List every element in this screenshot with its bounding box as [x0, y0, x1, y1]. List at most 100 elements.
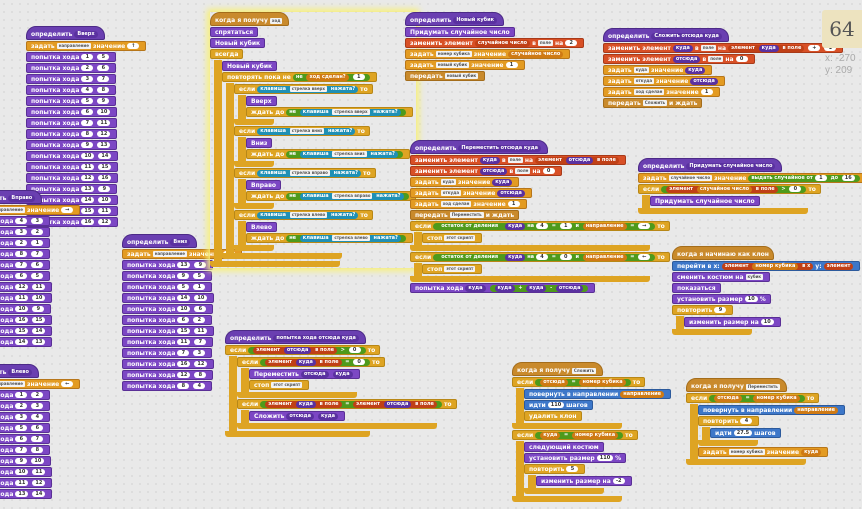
variable-dropdown[interactable]: направление: [56, 43, 91, 49]
try-move-block[interactable]: попытка хода67: [0, 434, 51, 444]
try-move-block[interactable]: попытка хода1615: [0, 315, 53, 325]
call-random-block[interactable]: Придумать случайное число: [650, 196, 760, 206]
delete-clone-block[interactable]: удалить клон: [524, 411, 582, 421]
call-up-block[interactable]: Вверх: [246, 96, 277, 106]
define-hat-left[interactable]: определитьВлево: [0, 364, 39, 378]
try-move-block[interactable]: попытка хода910: [0, 456, 52, 466]
try-move-block[interactable]: попытка хода109: [0, 304, 52, 314]
try-move-block[interactable]: попытка хода1211: [0, 282, 53, 292]
try-move-block[interactable]: попытка хода32: [0, 227, 51, 237]
try-move-block[interactable]: попытка хода43: [0, 216, 51, 226]
try-move-block[interactable]: попытка хода1110: [0, 293, 53, 303]
try-move-block[interactable]: попытка хода1413: [0, 337, 53, 347]
call-down-block[interactable]: Вниз: [246, 138, 273, 148]
hide-block[interactable]: спрятаться: [210, 27, 259, 37]
try-move-block[interactable]: попытка хода87: [0, 249, 51, 259]
value-slot[interactable]: ↑: [127, 43, 140, 49]
next-costume-block[interactable]: следующий костюм: [524, 442, 604, 452]
new-cube-block[interactable]: Новый кубик: [210, 38, 266, 48]
try-move-block[interactable]: попытка хода1514: [0, 326, 53, 336]
call-left-block[interactable]: Влево: [246, 222, 277, 232]
clone-hat[interactable]: когда я начинаю как клон: [672, 246, 774, 260]
define-left-script[interactable]: определитьВлево задатьнаправлениезначени…: [0, 364, 81, 500]
try-move-block[interactable]: попытка хода1112: [0, 478, 53, 488]
forever-block[interactable]: всегда: [210, 49, 244, 59]
try-move-block[interactable]: попытка хода1011: [0, 467, 53, 477]
